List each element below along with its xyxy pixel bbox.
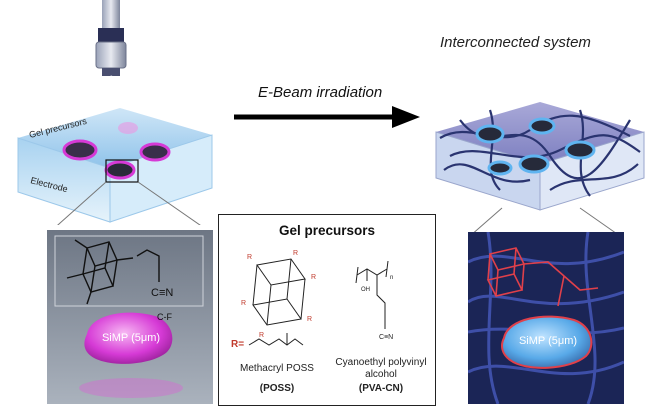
nitrile-chain-icon: [136, 249, 160, 282]
svg-text:R: R: [247, 254, 252, 261]
n-label: n: [390, 275, 393, 281]
right-zoom-panel: SiMP (5μm): [468, 232, 624, 404]
poss-name: Methacryl POSS: [240, 363, 314, 374]
electron-gun-icon: [95, 0, 127, 76]
pva-cn-structure-icon: [355, 260, 389, 329]
methacryl-r-group-icon: R=: [231, 333, 304, 350]
interconnected-system-title: Interconnected system: [440, 34, 591, 51]
gel-precursors-title: Gel precursors: [278, 223, 376, 238]
crosslink-cage-icon: [486, 247, 599, 307]
pva-cn-label: C≡N: [379, 334, 393, 341]
simp-particle-icon: [84, 312, 173, 364]
cage-molecule-icon: [66, 239, 134, 305]
process-arrow: [234, 106, 420, 128]
simp-label-right: SiMP (5μm): [519, 335, 577, 347]
left-ebeam-scene: Gel precursors Electrode: [17, 0, 213, 225]
oh-label: OH: [361, 287, 370, 293]
r-group-label: R=: [231, 339, 244, 350]
nitrile-label: C≡N: [151, 287, 173, 299]
poss-abbr: (POSS): [259, 383, 295, 394]
e-beam-irradiation-label: E-Beam irradiation: [258, 84, 383, 101]
poss-cage-icon: [252, 258, 306, 326]
pva-name-line2: alcohol: [365, 369, 397, 380]
pva-name-line1: Cyanoethyl polyvinyl: [335, 357, 427, 368]
simp-label: SiMP (5μm): [102, 332, 160, 344]
left-zoom-panel: C≡N C-F SiMP (5μm): [47, 230, 213, 404]
zoom-box: [105, 159, 139, 183]
pva-abbr: (PVA-CN): [358, 383, 404, 394]
simp-particles-network: [475, 117, 596, 176]
simp-particle-icon: [62, 139, 98, 161]
precursor-structures: R R R R R R OH n C≡N: [241, 250, 393, 341]
svg-text:R: R: [311, 274, 316, 281]
svg-text:R: R: [293, 250, 298, 257]
cf-bond-label: C-F: [157, 312, 172, 322]
svg-text:R: R: [259, 332, 264, 339]
simp-particle-icon: [501, 315, 593, 369]
svg-text:R: R: [307, 316, 312, 323]
gel-precursors-panel: Gel precursors R R R R R R OH n C≡N R= Metha…: [218, 214, 436, 406]
right-interconnected-scene: [435, 102, 645, 237]
svg-text:R: R: [241, 300, 246, 307]
